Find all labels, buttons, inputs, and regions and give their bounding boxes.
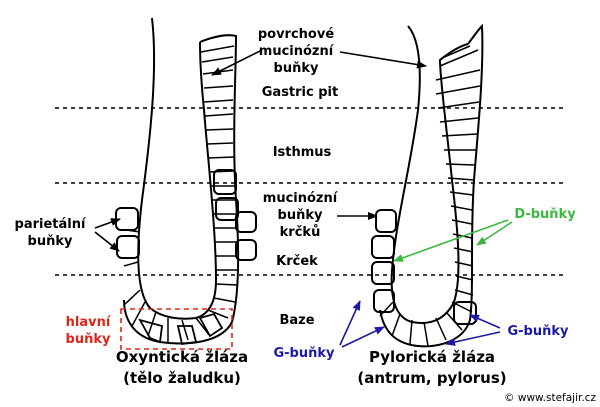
label-povrchove-3: buňky: [274, 61, 319, 76]
label-g-bunky-left: G-buňky: [273, 346, 335, 361]
label-g-bunky-right: G-buňky: [507, 324, 569, 339]
label-povrchove-1: povrchové: [258, 27, 334, 42]
copyright-text: © www.stefajir.cz: [504, 392, 596, 404]
arrow-g-right-2: [445, 331, 501, 346]
label-pyloricka-2: (antrum, pylorus): [357, 369, 506, 387]
label-pyloricka-1: Pylorická žláza: [369, 348, 495, 366]
pyloric-gland: [371, 23, 484, 348]
label-hlavni-2: buňky: [66, 332, 111, 347]
arrow-d-bunky-right: [476, 221, 513, 246]
label-krcek: Krček: [276, 254, 318, 269]
label-parietalni-1: parietální: [15, 217, 87, 232]
label-mucinozni-2: buňky: [278, 208, 323, 223]
label-mucinozni-3: krčků: [280, 225, 321, 240]
oxyntic-lumen-outline: [137, 17, 218, 320]
label-mucinozni-1: mucinózní: [263, 191, 339, 206]
arrow-parietal-upper: [94, 218, 121, 229]
label-gastric-pit: Gastric pit: [262, 85, 338, 100]
pyloric-outer-wall: [379, 23, 484, 348]
pyloric-lumen-outline: [390, 25, 469, 324]
green-arrows: [393, 219, 513, 262]
label-d-bunky: D-buňky: [514, 207, 576, 222]
label-povrchove-2: mucinózní: [259, 44, 335, 59]
oxyntic-outer-wall: [123, 34, 240, 345]
label-parietalni-2: buňky: [28, 234, 73, 249]
label-baze: Baze: [279, 313, 314, 328]
arrow-povrchove-right: [339, 51, 427, 69]
arrow-g-right-1: [469, 314, 501, 329]
label-oxynticka-1: Oxyntická žláza: [116, 348, 248, 366]
label-isthmus: Isthmus: [273, 145, 332, 160]
label-oxynticka-2: (tělo žaludku): [123, 369, 241, 387]
arrow-d-bunky-left: [393, 219, 509, 262]
blue-arrows: [339, 300, 501, 348]
pyloric-bulge-cells: [371, 209, 477, 325]
chief-cells-base: [138, 312, 224, 346]
oxyntic-gland: [115, 17, 257, 346]
arrow-g-left-1: [339, 300, 361, 346]
label-hlavni-1: hlavní: [66, 315, 112, 330]
chief-cells-box: [120, 308, 233, 350]
arrow-g-left-2: [341, 326, 385, 348]
arrow-povrchove-left: [211, 49, 263, 76]
pyloric-cell-dividers: [379, 45, 481, 347]
arrow-parietal-lower: [94, 231, 120, 252]
black-arrows: [94, 49, 427, 252]
